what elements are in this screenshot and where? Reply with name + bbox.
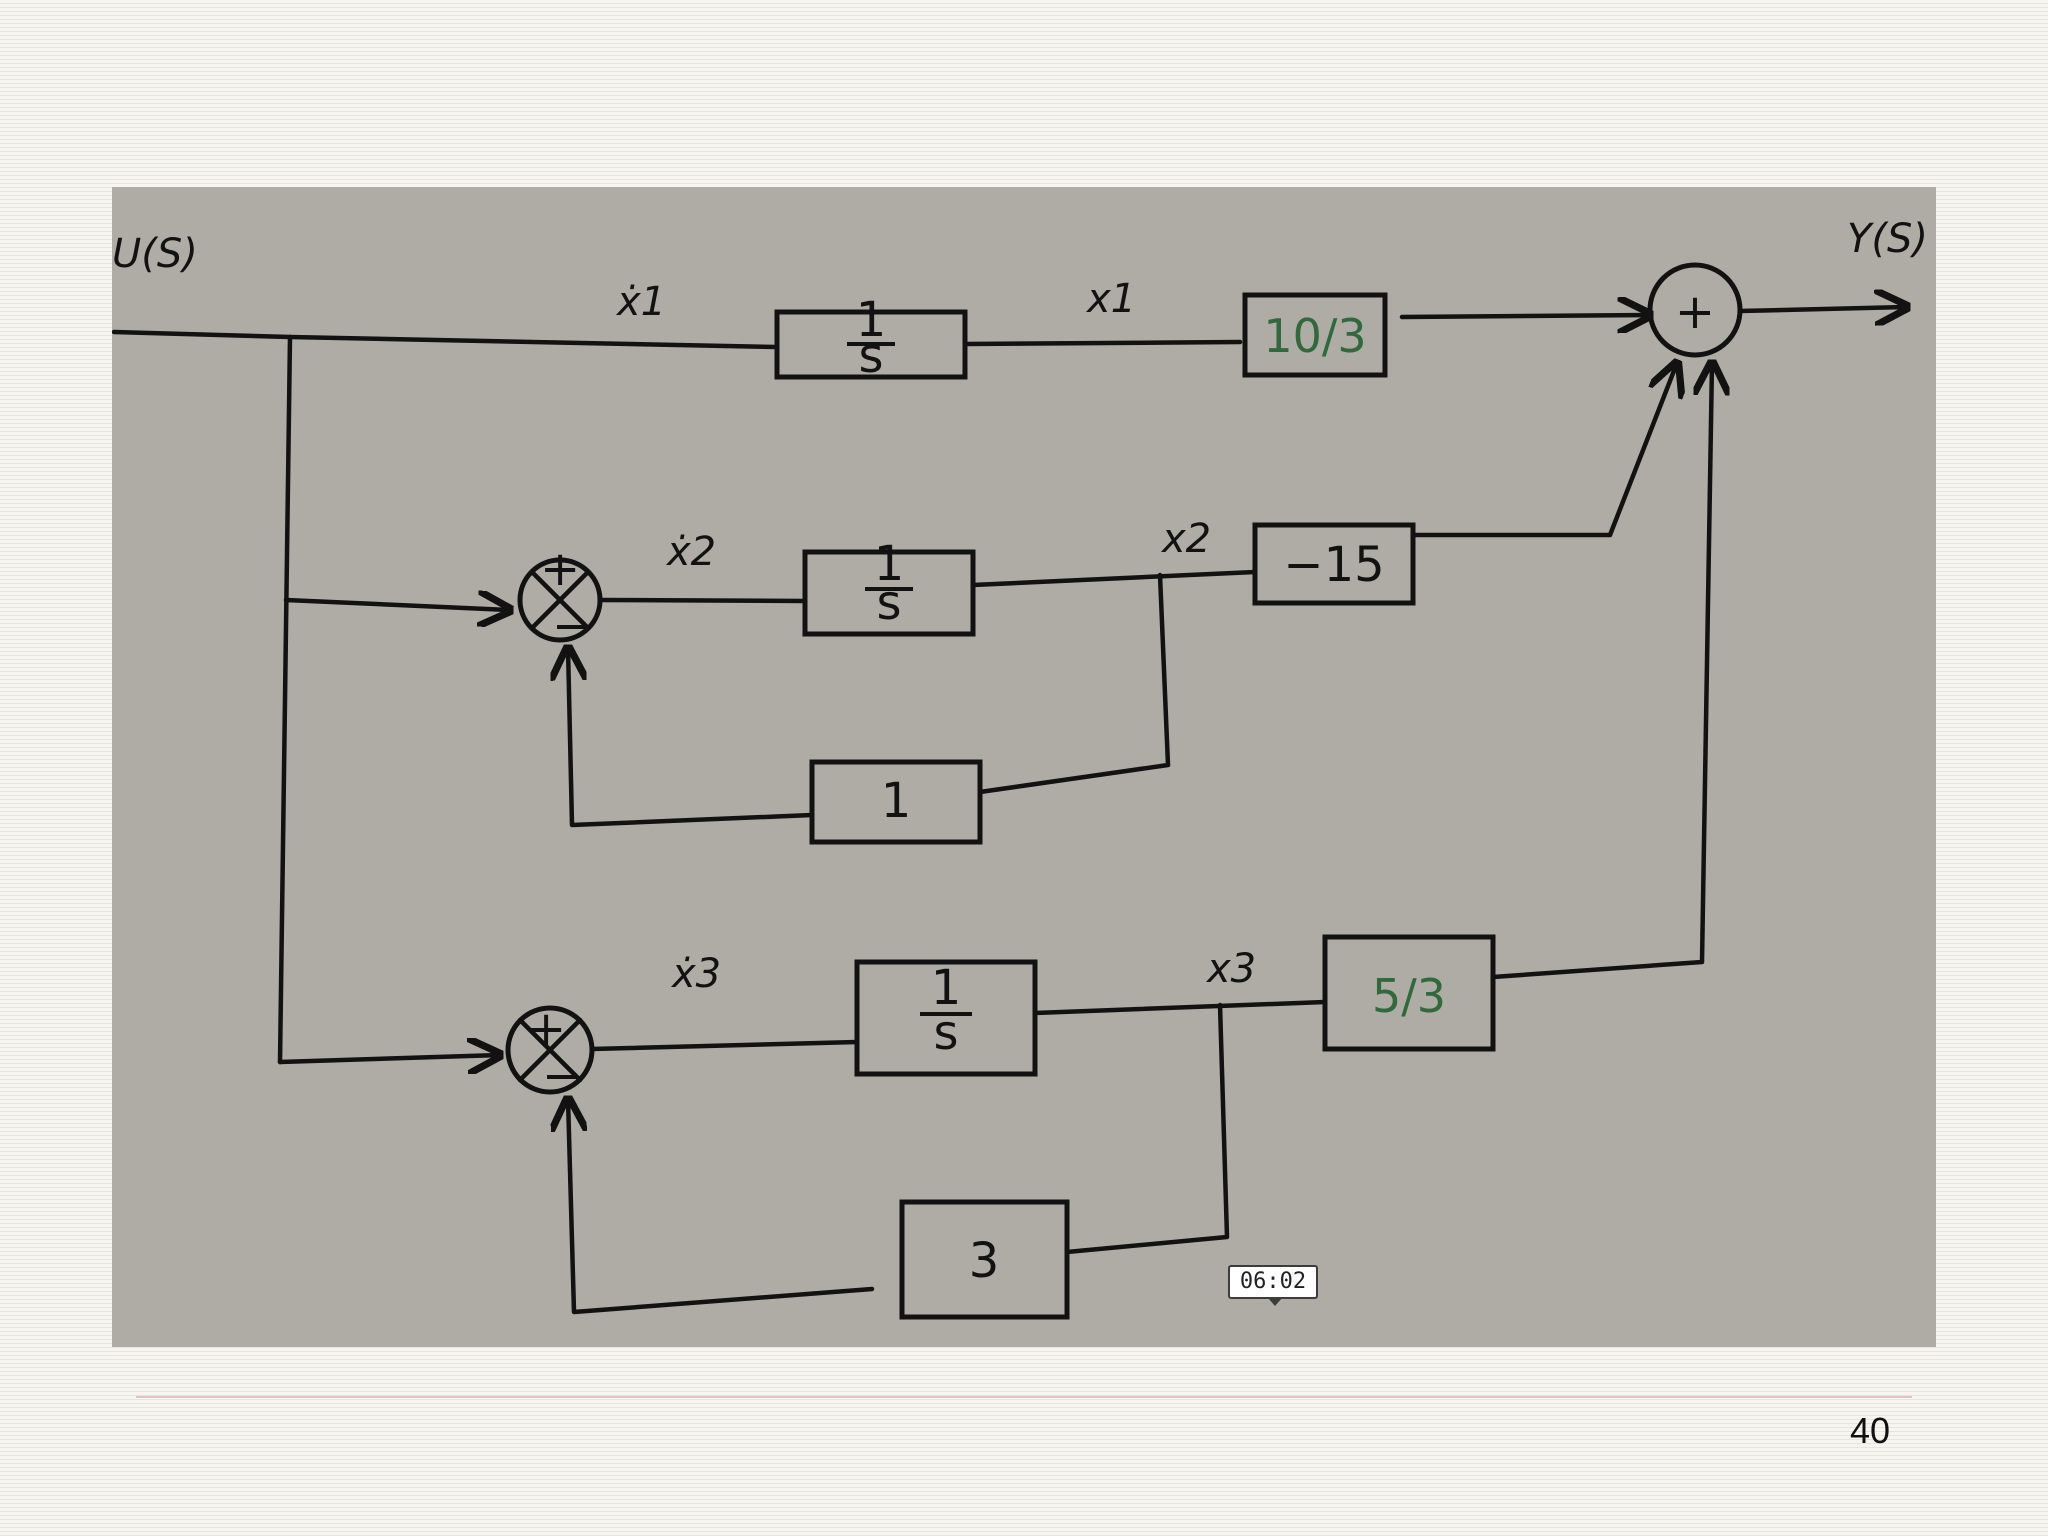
x1-label: x1 bbox=[1085, 276, 1136, 322]
integrator-1-num: 1 bbox=[856, 292, 887, 348]
gain-bottom-value: 5/3 bbox=[1372, 969, 1446, 1023]
input-line bbox=[112, 329, 293, 340]
output-sum-sign: + bbox=[1675, 284, 1715, 340]
video-timestamp: 06:02 bbox=[1228, 1265, 1318, 1306]
x3-dot-line bbox=[589, 1039, 860, 1052]
feedback-bottom-value: 3 bbox=[969, 1233, 1000, 1289]
integrator-3-den: s bbox=[933, 1005, 958, 1061]
sum3-minus: − bbox=[542, 1048, 582, 1104]
gain-middle-block bbox=[1252, 522, 1416, 606]
gain-middle-value: −15 bbox=[1283, 537, 1384, 593]
bottom-to-sum-line bbox=[1490, 363, 1712, 980]
x3-dot-label: ẋ3 bbox=[670, 951, 721, 997]
feedback-middle-block bbox=[809, 759, 983, 845]
feedback-3-left bbox=[568, 1099, 875, 1315]
top-to-sum-line bbox=[1399, 315, 1650, 317]
integrator-2 bbox=[802, 549, 976, 637]
x3-label: x3 bbox=[1205, 946, 1256, 992]
x2-line bbox=[970, 569, 1258, 588]
input-label: U(S) bbox=[112, 231, 198, 277]
sum2-minus: − bbox=[552, 598, 592, 654]
x3-line bbox=[1032, 999, 1328, 1016]
sum3-cross-b bbox=[517, 1017, 583, 1083]
middle-to-sum-line bbox=[1410, 363, 1677, 538]
integrator-2-num: 1 bbox=[874, 536, 905, 592]
integrator-3-num: 1 bbox=[931, 960, 962, 1016]
x2-label: x2 bbox=[1160, 516, 1211, 562]
output-line bbox=[1737, 307, 1907, 311]
feedback-bottom-block bbox=[899, 1199, 1070, 1320]
footer-divider bbox=[136, 1396, 1912, 1398]
input-bus bbox=[277, 334, 293, 1065]
gain-top-value: 10/3 bbox=[1263, 309, 1366, 363]
x1-line bbox=[962, 339, 1243, 347]
gain-top-block bbox=[1242, 292, 1388, 378]
x2-dot-line bbox=[597, 597, 808, 604]
sum2-cross-b bbox=[529, 569, 591, 631]
feedback-2-right bbox=[977, 572, 1171, 795]
feedback-2-left bbox=[568, 648, 815, 828]
feedback-middle-value: 1 bbox=[881, 773, 912, 829]
integrator-3 bbox=[854, 959, 1038, 1077]
gain-bottom-block bbox=[1322, 934, 1496, 1052]
branch3-line bbox=[277, 1055, 500, 1062]
diagram-photo: U(S) ẋ1 1 s x1 10/3 + Y(S) + − ẋ2 1 s bbox=[112, 187, 1936, 1347]
output-label: Y(S) bbox=[1847, 216, 1928, 262]
page-number: 40 bbox=[1849, 1410, 1890, 1451]
sum3-plus: + bbox=[526, 1001, 566, 1057]
x1-dot-label: ẋ1 bbox=[615, 279, 666, 325]
branch1-line bbox=[287, 334, 780, 350]
x2-dot-label: ẋ2 bbox=[665, 529, 716, 575]
integrator-1-den: s bbox=[858, 328, 883, 384]
sum2-plus: + bbox=[540, 541, 580, 597]
feedback-3-right bbox=[1064, 1002, 1230, 1255]
integrator-2-den: s bbox=[876, 575, 901, 631]
branch2-line bbox=[283, 600, 510, 610]
block-diagram: U(S) ẋ1 1 s x1 10/3 + Y(S) + − ẋ2 1 s bbox=[112, 216, 1928, 1320]
